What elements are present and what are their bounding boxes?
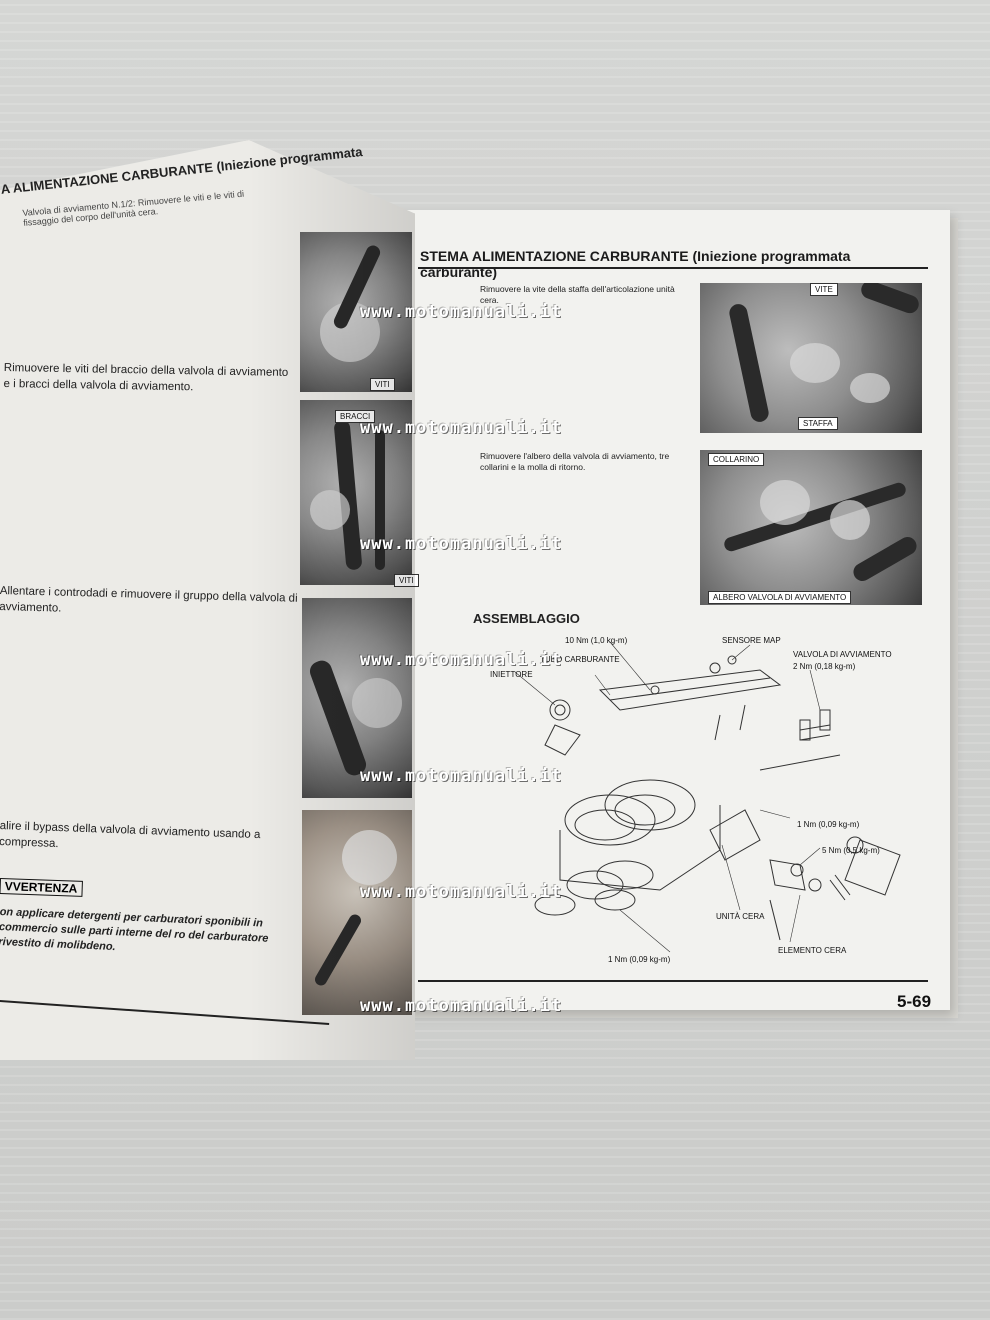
diag-label-5nm: 5 Nm (0,5 kg-m) bbox=[822, 846, 880, 855]
label-albero-valvola: ALBERO VALVOLA DI AVVIAMENTO bbox=[708, 591, 852, 604]
left-label-bracci: BRACCI bbox=[335, 410, 376, 423]
diag-label-tubo-carburante: TUBO CARBURANTE bbox=[540, 655, 620, 664]
left-step-1: Rimuovere le viti del braccio della valv… bbox=[3, 361, 289, 394]
label-collarino: COLLARINO bbox=[708, 453, 765, 466]
diag-label-valvola-avviamento: VALVOLA DI AVVIAMENTO bbox=[793, 650, 892, 659]
page-number: 5-69 bbox=[897, 992, 932, 1011]
right-page-header: STEMA ALIMENTAZIONE CARBURANTE (Iniezion… bbox=[420, 248, 851, 280]
left-photo-viti bbox=[300, 232, 412, 392]
step-text-1: Rimuovere la vite della staffa dell'arti… bbox=[480, 284, 675, 305]
left-label-viti-1: VITI bbox=[370, 378, 395, 391]
footer-rule bbox=[418, 980, 928, 982]
left-photo-gruppo bbox=[302, 598, 412, 798]
watermark-2: www.motomanuali.it bbox=[360, 418, 563, 438]
step-text-2: Rimuovere l'albero della valvola di avvi… bbox=[480, 451, 670, 472]
watermark-3: www.motomanuali.it bbox=[360, 534, 563, 554]
label-vite: VITE bbox=[810, 283, 838, 296]
diag-label-2nm: 2 Nm (0,18 kg-m) bbox=[793, 662, 856, 671]
watermark-6: www.motomanuali.it bbox=[360, 882, 563, 902]
watermark-5: www.motomanuali.it bbox=[360, 766, 563, 786]
diag-label-1nm-b: 1 Nm (0,09 kg-m) bbox=[608, 955, 671, 964]
diag-label-unita-cera: UNITÀ CERA bbox=[716, 912, 765, 921]
diag-label-iniettore: INIETTORE bbox=[490, 670, 533, 679]
photo-staffa bbox=[700, 283, 922, 433]
left-label-viti-2: VITI bbox=[394, 574, 419, 587]
left-photo-bypass bbox=[302, 810, 412, 1015]
header-rule bbox=[418, 267, 928, 269]
diag-label-sensore-map: SENSORE MAP bbox=[722, 636, 781, 645]
left-photo-bracci bbox=[300, 400, 412, 585]
watermark-7: www.motomanuali.it bbox=[360, 996, 563, 1016]
photo-collarino bbox=[700, 450, 922, 605]
warning-box: VVERTENZA bbox=[0, 878, 83, 897]
diag-label-10nm: 10 Nm (1,0 kg-m) bbox=[565, 636, 628, 645]
label-staffa: STAFFA bbox=[798, 417, 838, 430]
watermark-1: www.motomanuali.it bbox=[360, 302, 563, 322]
exploded-diagram bbox=[514, 641, 901, 953]
diag-label-elemento-cera: ELEMENTO CERA bbox=[778, 946, 847, 955]
watermark-4: www.motomanuali.it bbox=[360, 650, 563, 670]
section-title: ASSEMBLAGGIO bbox=[473, 611, 580, 626]
diag-label-1nm-a: 1 Nm (0,09 kg-m) bbox=[797, 820, 860, 829]
